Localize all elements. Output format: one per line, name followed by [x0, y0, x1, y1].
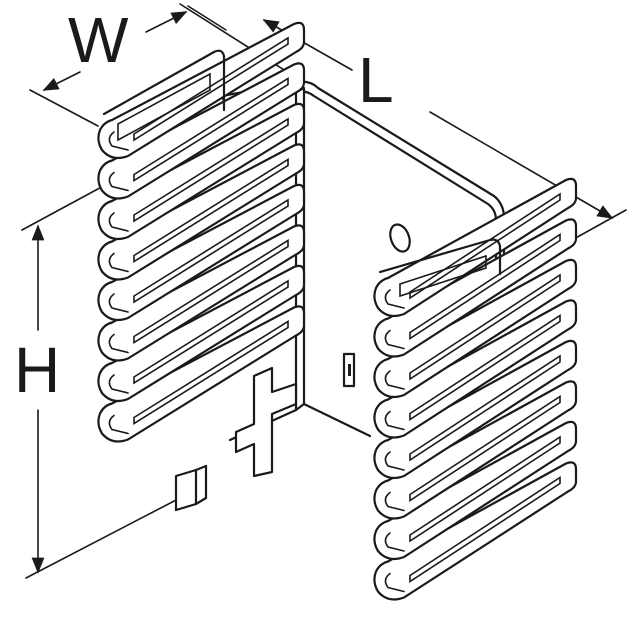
right-fin: [373, 420, 578, 561]
left-fin-curl: [108, 252, 129, 273]
h-extension-bottom: [25, 497, 181, 579]
right-top-cap-slot: [399, 254, 487, 298]
right-fin-curl: [384, 370, 405, 390]
left-fin-curl: [108, 212, 129, 232]
left-fin-slot: [133, 158, 289, 263]
left-fin: [97, 143, 306, 281]
left-fin-stack: [97, 21, 306, 443]
right-fin-curl: [384, 329, 405, 350]
left-fin-slot: [133, 198, 289, 304]
l-arrow-bottom: [429, 111, 614, 219]
right-fin: [373, 177, 578, 318]
left-fin: [97, 183, 306, 322]
length-label: L: [358, 44, 394, 116]
left-fin-slot: [133, 279, 289, 385]
left-fin-slot: [133, 77, 289, 182]
right-fin-curl: [384, 532, 405, 552]
left-fin-curl: [108, 293, 129, 313]
solder-pin-left-edge: [194, 464, 208, 472]
right-fin-curl: [384, 451, 405, 471]
right-top-cap-edge: [378, 238, 502, 276]
l-extension-left: [179, 3, 301, 81]
right-fin-slot: [409, 476, 561, 583]
solder-pin-center: [234, 366, 298, 478]
w-extension-left: [29, 89, 99, 127]
right-fin-slot: [409, 192, 561, 300]
left-fin-slot: [133, 239, 289, 344]
left-top-cap-slot: [117, 72, 211, 142]
right-fin: [373, 339, 578, 480]
right-fin-curl: [384, 410, 405, 431]
right-fin: [373, 461, 578, 601]
solder-pins: [174, 366, 298, 512]
left-top-cap-edge: [102, 49, 226, 116]
left-fin-slot: [133, 36, 289, 142]
w-extension-right: [187, 5, 227, 31]
w-arrow-right: [145, 11, 188, 33]
right-fin-stack: [373, 177, 578, 601]
left-fin: [97, 21, 306, 160]
width-label: W: [68, 4, 129, 76]
slot-hole-inner: [348, 364, 351, 376]
right-fin-curl: [384, 491, 405, 512]
left-fin-curl: [108, 333, 129, 354]
left-top-cap: [102, 49, 226, 142]
solder-pin-left-bottom: [194, 496, 208, 506]
left-fin-slot: [133, 117, 289, 223]
w-arrow-left: [42, 71, 81, 91]
right-top-cap: [378, 238, 502, 298]
height-label: H: [14, 334, 60, 406]
right-fin-slot: [409, 314, 561, 421]
left-fin: [97, 264, 306, 403]
right-fin-slot: [409, 273, 561, 381]
right-fin-curl: [384, 289, 405, 309]
left-fin-curl: [108, 374, 129, 394]
center-plate-bottom: [302, 402, 372, 438]
left-fin: [97, 62, 306, 200]
left-fin-curl: [108, 171, 129, 192]
l-extension-right: [571, 209, 627, 241]
left-fin: [97, 224, 306, 362]
left-fin-curl: [108, 414, 129, 435]
right-fin-slot: [409, 395, 561, 502]
right-fin: [373, 380, 578, 520]
right-fin: [373, 299, 578, 439]
left-fin: [97, 305, 306, 443]
right-fin-slot: [409, 354, 561, 462]
right-fin: [373, 218, 578, 358]
right-fin-slot: [409, 233, 561, 340]
solder-pin-left: [174, 468, 198, 512]
right-fin-curl: [384, 572, 405, 593]
right-fin: [373, 258, 578, 399]
l-arrow-top: [262, 19, 353, 71]
left-fin: [97, 102, 306, 241]
right-fin-slot: [409, 435, 561, 543]
left-fin-curl: [108, 131, 129, 151]
left-fin-slot: [133, 320, 289, 425]
mounting-tab: [389, 223, 411, 253]
